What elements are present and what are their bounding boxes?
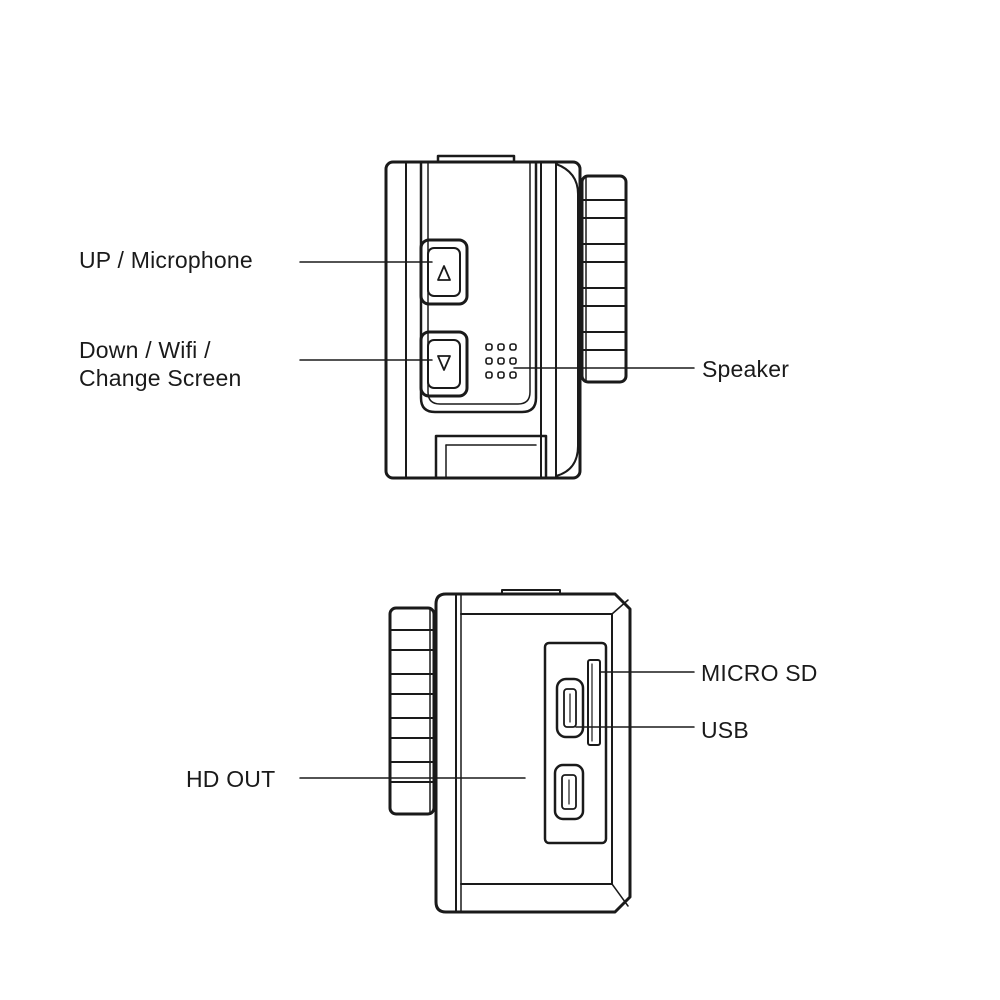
- camera-body-top: [384, 160, 582, 480]
- leader-lines: [299, 261, 695, 779]
- port-panel: [543, 641, 608, 845]
- micro-sd-slot: [587, 659, 601, 746]
- up-button: [419, 238, 469, 306]
- camera-body-bottom: [434, 592, 632, 914]
- down-arrow-icon: [437, 355, 451, 371]
- label-down-line2: Change Screen: [79, 365, 242, 391]
- label-hd-out: HD OUT: [186, 766, 276, 792]
- down-button: [419, 330, 469, 398]
- hdmi-port-icon: [553, 763, 585, 821]
- camera-bottom-view: [388, 589, 632, 914]
- button-panel: [419, 160, 538, 414]
- lens-ring-bottom: [388, 606, 436, 816]
- usb-port-icon: [555, 677, 585, 739]
- speaker-grille-icon: [485, 343, 517, 379]
- lens-ring-top: [580, 174, 628, 384]
- label-down-line1: Down / Wifi /: [79, 337, 211, 363]
- label-micro-sd: MICRO SD: [701, 660, 818, 686]
- label-up-microphone: UP / Microphone: [79, 247, 253, 273]
- label-down-wifi: Down / Wifi / Change Screen: [79, 336, 241, 392]
- label-speaker: Speaker: [702, 356, 790, 382]
- camera-top-view: [384, 154, 628, 480]
- up-arrow-icon: [437, 265, 451, 281]
- label-usb: USB: [701, 717, 749, 743]
